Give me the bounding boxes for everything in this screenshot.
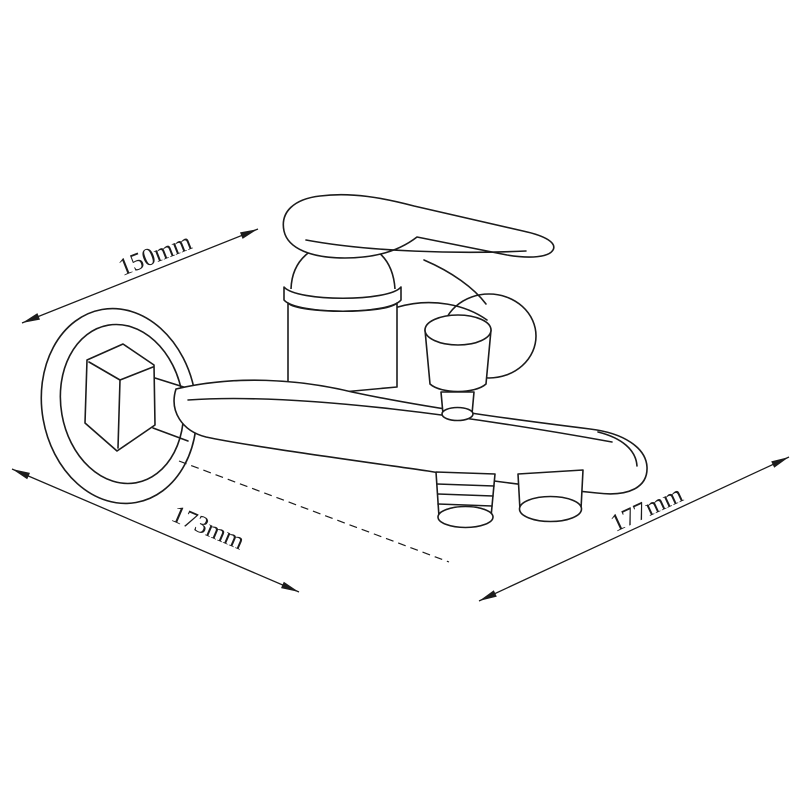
faucet-illustration [40,193,648,563]
valve-body [287,302,398,398]
spout-body [173,379,648,495]
shower-connector-cap [518,495,583,523]
dimension-line-173mm [11,468,300,593]
diverter-stem-cap [441,406,474,422]
dimension-arrow-177mm-start [479,590,497,601]
handle-lever-crease [305,239,527,254]
hex-fitting-facet-side [117,379,121,449]
union-arm-lower [423,259,487,305]
dimension-label-173mm: 173mm [168,501,249,556]
dimension-arrow-173mm-end [281,581,299,592]
dimension-150mm: 150mm [21,228,259,324]
dimension-line-150mm [21,228,259,324]
hidden-edge-dashed [178,460,450,563]
dimension-line-177mm [478,456,790,602]
diverter-cap [424,314,492,346]
dimension-label-150mm: 150mm [115,228,196,282]
handle-lever [282,193,555,259]
outlet-thread-3 [437,503,493,507]
dimension-arrow-173mm-start [12,469,30,480]
outlet-cap [437,505,494,529]
inlet-connector-bottom [152,427,189,442]
dimension-arrow-150mm-start [22,313,40,323]
spout-crease [187,397,613,443]
union-arm-upper [397,301,488,321]
outlet-thread-1 [436,483,495,487]
dimension-arrow-177mm-end [771,457,789,468]
outlet-thread-2 [437,493,494,497]
spout-nose-edge [597,431,638,467]
dimension-arrow-150mm-end [240,229,258,239]
